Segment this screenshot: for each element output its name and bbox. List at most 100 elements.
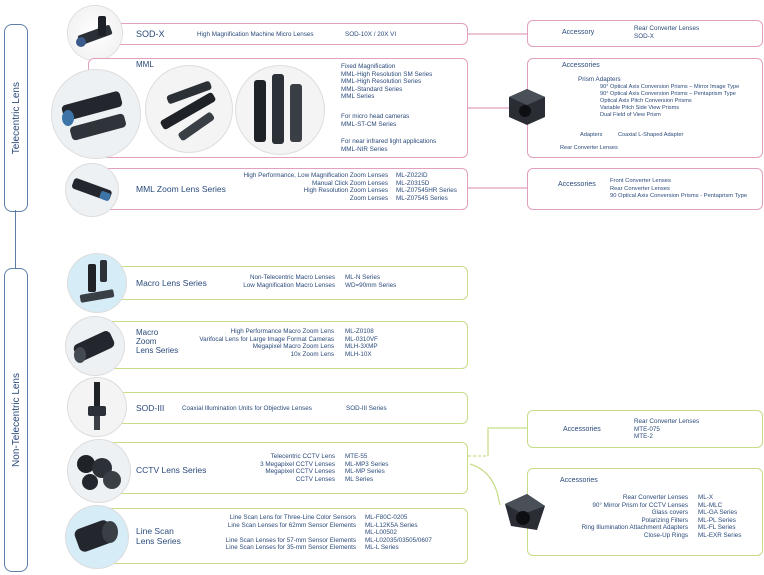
- cctv-image: [68, 440, 130, 502]
- cctv-desc: Telecentric CCTV Lens: [270, 453, 335, 460]
- mml-zoom-model: ML-Z07545 Series: [396, 194, 448, 202]
- line-scan-desc: Line Scan Lenses for 57-mm Sensor Elemen…: [225, 536, 356, 544]
- mml-acc-prism-item: 90° Optical Axis Conversion Prisms – Mir…: [600, 84, 740, 90]
- sod-x-acc-item: SOD-X: [634, 32, 654, 40]
- mml-accessory-box: [527, 58, 763, 158]
- mml-list-item: For near infrared light applications: [341, 138, 437, 145]
- sod-x-desc: High Magnification Machine Micro Lenses: [197, 31, 314, 38]
- non-telecentric-group-label: Non-Telecentric Lens: [4, 268, 28, 572]
- macro-zoom-desc: 10x Zoom Lens: [290, 350, 334, 358]
- cctv-desc: CCTV Lenses: [295, 475, 335, 483]
- mml-micro-head-list: For micro head cameras MML-ST-CM Series: [341, 113, 409, 128]
- line-scan-title-line: Line Scan: [136, 526, 174, 536]
- macro-zoom-image: [66, 317, 124, 375]
- mml-zoom-model-list: ML-Z022ID ML-Z0315D ML-Z07545HR Series M…: [396, 172, 457, 202]
- cctv-model-list: MTE-55 ML-MP3 Series ML-MP Series ML Ser…: [345, 453, 388, 483]
- macro-desc: Low Magnification Macro Lenses: [243, 281, 335, 289]
- cctv-acc2-model: ML-X: [698, 494, 714, 501]
- mml-acc-prism-title: Prism Adapters: [578, 76, 621, 83]
- cctv-acc1-item: MTE-2: [634, 433, 653, 441]
- line-scan-image: [66, 506, 128, 568]
- mml-list-item: Fixed Magnification: [341, 63, 396, 70]
- cctv-title: CCTV Lens Series: [136, 465, 207, 475]
- sod-x-title: SOD-X: [136, 29, 165, 39]
- mml-acc-prism-list: 90° Optical Axis Conversion Prisms – Mir…: [600, 84, 739, 119]
- macro-desc: Non-Telecentric Macro Lenses: [249, 274, 335, 281]
- cctv-box: [88, 442, 468, 494]
- macro-zoom-title-line: Lens Series: [136, 346, 179, 355]
- line-scan-model: ML-L02035/03505/0607: [365, 536, 432, 544]
- mml-zoom-acc-list: Front Converter Lenses Rear Converter Le…: [610, 178, 747, 201]
- line-scan-desc: Line Scan Lenses for 35-mm Sensor Elemen…: [225, 544, 356, 552]
- cctv-model: ML Series: [345, 475, 374, 483]
- mml-zoom-acc-item: Rear Converter Lenses: [610, 185, 670, 192]
- mml-acc-rear: Rear Converter Lenses: [560, 145, 618, 151]
- mml-acc-prism-item: Variable Pitch Side View Prisms: [600, 105, 680, 111]
- mml-zoom-desc: High Performance, Low Magnification Zoom…: [243, 172, 388, 179]
- cctv-acc2-desc: Glass covers: [651, 509, 688, 517]
- macro-zoom-title: Macro Zoom Lens Series: [136, 328, 178, 355]
- mml-list-item: MML-NIR Series: [341, 145, 388, 153]
- line-scan-title-line: Lens Series: [136, 536, 181, 546]
- macro-model-list: ML-N Series WD=90mm Series: [345, 274, 396, 289]
- telecentric-lens-icon: [61, 91, 126, 141]
- mml-zoom-desc: Manual Click Zoom Lenses: [312, 179, 388, 187]
- mml-acc-prism-item: 90° Optical Axis Conversion Prisms – Pen…: [600, 91, 736, 97]
- upright-lens-icon: [254, 74, 302, 144]
- macro-zoom-box: [88, 321, 468, 369]
- mml-title: MML: [136, 60, 154, 69]
- zoom-lens-icon: [71, 178, 112, 201]
- line-scan-model: ML-L Series: [365, 544, 399, 552]
- macro-zoom-desc-list: High Performance Macro Zoom Lens Varifoc…: [199, 328, 334, 358]
- mml-list-item: MML-High Resolution SM Series: [341, 70, 433, 78]
- line-scan-model: ML-L12K5A Series: [365, 521, 418, 529]
- mirror-prism-image: [497, 486, 551, 540]
- prism-adapter-icon: [505, 494, 545, 530]
- macro-zoom-model-list: ML-Z0108 ML-0310VF MLH-3XMP MLH-10X: [345, 328, 378, 358]
- microscope-lens-icon: [76, 16, 113, 47]
- cctv-acc1-list: Rear Converter Lenses MTE-075 MTE-2: [634, 418, 699, 441]
- prism-adapter-image: [503, 81, 549, 127]
- mml-fixed-list: Fixed Magnification MML-High Resolution …: [341, 63, 432, 101]
- mml-acc-prism-item: Optical Axis Pitch Conversion Prisms: [600, 98, 692, 104]
- mml-zoom-desc-list: High Performance, Low Magnification Zoom…: [243, 172, 388, 202]
- cctv-model: MTE-55: [345, 453, 368, 460]
- cctv-acc2-desc: 90° Mirror Prism for CCTV Lenses: [592, 501, 688, 509]
- lens-group-icon: [160, 81, 216, 141]
- sod-x-models: SOD-10X / 20X VI: [345, 31, 397, 38]
- mml-zoom-image: [66, 164, 118, 216]
- sod3-title: SOD-III: [136, 403, 165, 413]
- cctv-acc2-model-list: ML-X ML-MLC ML-GA Series ML-PL Series ML…: [698, 494, 741, 540]
- cctv-acc2-path: [469, 463, 501, 506]
- cctv-acc2-desc: Ring Illumination Attachment Adapters: [581, 524, 688, 532]
- sod-x-image: [68, 6, 122, 60]
- telecentric-group-label: Telecentric Lens: [4, 24, 28, 212]
- cctv-acc2-desc: Close-Up Rings: [643, 531, 688, 539]
- sod-x-acc-title: Accessory: [562, 29, 595, 36]
- cctv-desc-list: Telecentric CCTV Lens 3 Megapixel CCTV L…: [260, 453, 335, 483]
- mml-list-item: For micro head cameras: [341, 113, 410, 120]
- mml-zoom-desc: High Resolution Zoom Lenses: [303, 187, 388, 195]
- macro-image: [68, 254, 126, 312]
- cctv-acc1-item: MTE-075: [634, 425, 660, 433]
- mml-list-item: MML-High Resolution Series: [341, 78, 422, 86]
- line-scan-model: ML-L00502: [365, 529, 397, 537]
- cctv-acc2-model: ML-PL Series: [698, 516, 736, 524]
- cctv-accessory-box-1: [527, 410, 763, 448]
- cctv-acc1-item: Rear Converter Lenses: [634, 418, 700, 425]
- mml-zoom-acc-title: Accessories: [558, 181, 596, 188]
- mml-zoom-accessory-box: [527, 168, 763, 210]
- mml-zoom-acc-item: 90 Optical Axis Conversion Prisms - Pent…: [610, 193, 748, 200]
- cctv-desc: 3 Megapixel CCTV Lenses: [260, 460, 335, 468]
- mml-zoom-model: ML-Z022ID: [396, 172, 428, 179]
- line-scan-desc: [226, 529, 356, 537]
- sod3-models: SOD-III Series: [346, 405, 387, 412]
- line-scan-box: [88, 508, 468, 564]
- macro-zoom-model: ML-Z0108: [345, 328, 374, 335]
- mml-acc-prism-item: Dual Field of View Prism: [600, 112, 661, 118]
- mml-acc-adapters-label: Adapters: [580, 132, 603, 138]
- cctv-acc1-title: Accessories: [563, 426, 601, 433]
- macro-zoom-title-line: Macro: [136, 328, 159, 337]
- mml-list-item: MML Series: [341, 93, 375, 101]
- macro-zoom-desc: Megapixel Macro Zoom Lens: [252, 343, 334, 351]
